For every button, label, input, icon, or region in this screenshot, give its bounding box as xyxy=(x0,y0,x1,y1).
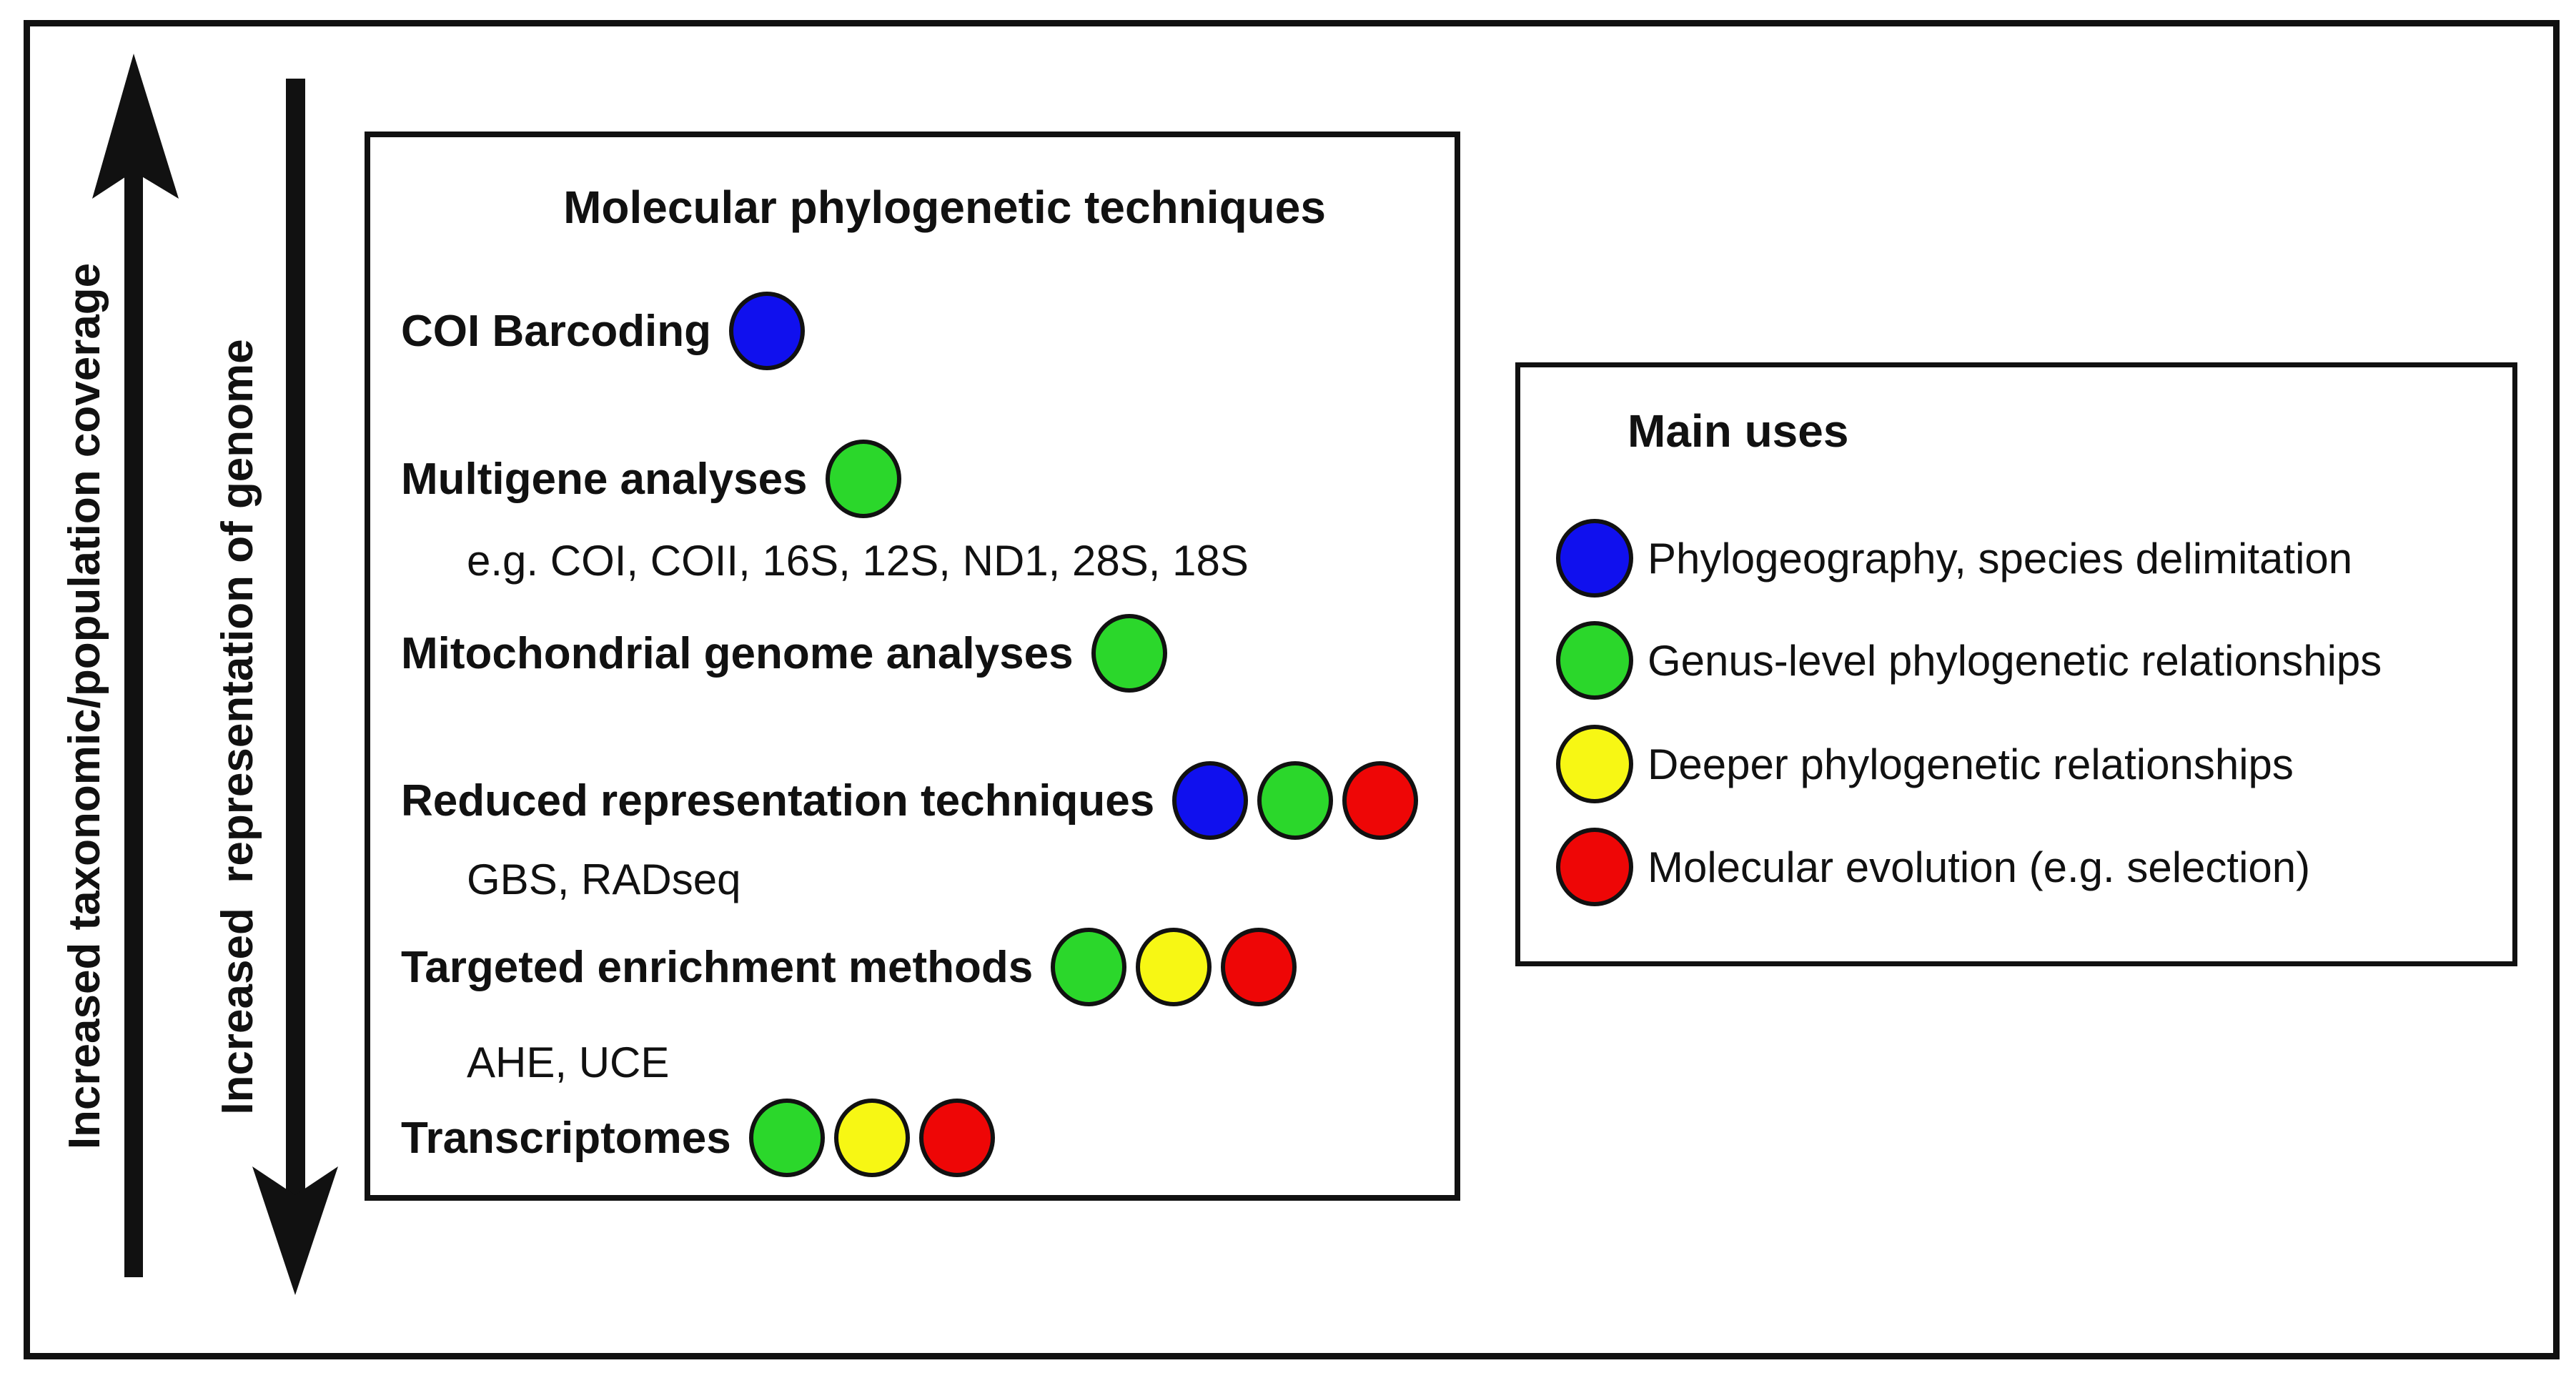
use-dot-green xyxy=(825,440,901,518)
use-dot-red xyxy=(918,1099,995,1177)
use-dot-blue xyxy=(1172,761,1249,840)
legend-panel: Main uses Phylogeography, species delimi… xyxy=(1515,362,2517,966)
technique-label: Transcriptomes xyxy=(401,1113,731,1163)
legend-dot-yellow xyxy=(1556,725,1633,803)
technique-row-coi-barcoding: COI Barcoding xyxy=(401,291,806,371)
legend-item-label: Deeper phylogenetic relationships xyxy=(1648,740,2294,788)
use-dot-red xyxy=(1221,928,1297,1006)
use-dot-green xyxy=(1091,614,1167,693)
technique-row-mitochondrial-genome: Mitochondrial genome analyses xyxy=(401,613,1167,693)
technique-examples-reduced-representation: GBS, RADseq xyxy=(467,856,741,903)
down-arrowhead xyxy=(252,1166,338,1295)
use-dot-green xyxy=(748,1099,825,1177)
use-dot-green xyxy=(1051,928,1127,1006)
technique-row-multigene-analyses: Multigene analyses xyxy=(401,439,901,519)
techniques-panel: Molecular phylogenetic techniques COI Ba… xyxy=(365,132,1460,1201)
legend-dot-blue xyxy=(1556,519,1633,598)
legend-item-label: Genus-level phylogenetic relationships xyxy=(1648,636,2382,685)
legend-item-phylogeography: Phylogeography, species delimitation xyxy=(1556,518,2352,598)
legend-item-molecular-evolution: Molecular evolution (e.g. selection) xyxy=(1556,827,2310,907)
technique-row-reduced-representation: Reduced representation techniques xyxy=(401,760,1419,841)
increased-coverage-arrow-up xyxy=(92,54,179,1277)
legend-item-deeper-phylogenetic: Deeper phylogenetic relationships xyxy=(1556,724,2294,804)
technique-row-targeted-enrichment: Targeted enrichment methods xyxy=(401,927,1297,1007)
legend-item-label: Phylogeography, species delimitation xyxy=(1648,534,2353,583)
down-arrow-shaft xyxy=(286,79,305,1204)
coverage-axis-label: Increased taxonomic/population coverage xyxy=(60,262,109,1150)
technique-label: Mitochondrial genome analyses xyxy=(401,628,1074,678)
legend-dot-green xyxy=(1556,621,1633,700)
technique-examples-targeted-enrichment: AHE, UCE xyxy=(467,1038,670,1086)
use-dot-yellow xyxy=(1136,928,1212,1006)
technique-label: Targeted enrichment methods xyxy=(401,942,1034,992)
up-arrow-shaft xyxy=(124,164,143,1277)
use-dot-red xyxy=(1342,761,1419,840)
technique-examples-multigene: e.g. COI, COII, 16S, 12S, ND1, 28S, 18S xyxy=(467,537,1249,585)
legend-item-genus-level: Genus-level phylogenetic relationships xyxy=(1556,620,2382,700)
techniques-panel-title: Molecular phylogenetic techniques xyxy=(563,182,1326,233)
legend-dot-red xyxy=(1556,828,1633,906)
technique-label: COI Barcoding xyxy=(401,306,712,356)
use-dot-blue xyxy=(729,292,806,370)
genome-axis-label: Increased representation of genome xyxy=(213,339,262,1115)
up-arrowhead xyxy=(92,54,179,199)
technique-row-transcriptomes: Transcriptomes xyxy=(401,1098,995,1178)
technique-label: Multigene analyses xyxy=(401,454,808,504)
legend-item-label: Molecular evolution (e.g. selection) xyxy=(1648,843,2311,891)
use-dot-green xyxy=(1257,761,1334,840)
legend-title: Main uses xyxy=(1628,405,1849,457)
technique-label: Reduced representation techniques xyxy=(401,775,1155,826)
use-dot-yellow xyxy=(833,1099,910,1177)
increased-representation-arrow-down xyxy=(252,79,338,1295)
